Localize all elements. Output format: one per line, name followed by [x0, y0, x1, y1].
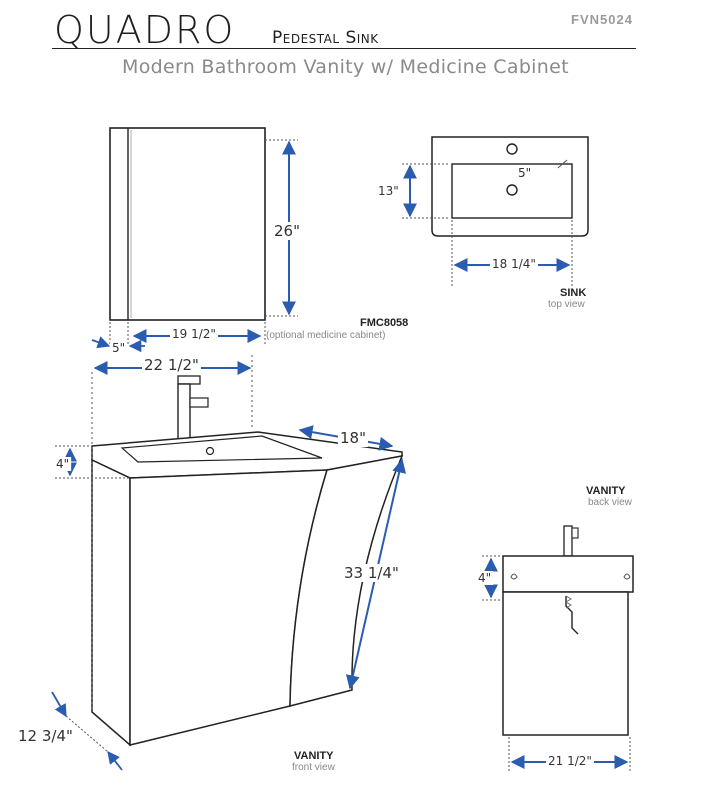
vanity-width-label: 22 1/2"	[144, 356, 199, 374]
vanity-rim-label: 4"	[56, 457, 69, 471]
vanity-basin	[120, 435, 323, 463]
cabinet-height-label: 26"	[274, 222, 300, 240]
vanity-back-view-text: back view	[588, 497, 633, 508]
vanity-front-label: VANITY	[294, 750, 334, 762]
faucet-body	[177, 383, 191, 441]
vanity-back-view: 4" 21 1/2" VANITY back view	[476, 485, 634, 772]
cabinet-width-label: 19 1/2"	[172, 327, 216, 341]
cabinet-body	[109, 127, 266, 321]
vanity-depth-label: 18"	[340, 429, 366, 447]
vanity-front-view-text: front view	[292, 762, 336, 773]
drain-hole	[506, 184, 518, 196]
sink-depth-label: 13"	[378, 184, 399, 198]
header-rule	[52, 48, 636, 49]
sink-label: SINK	[560, 287, 586, 299]
vanity-front-view: 22 1/2" 4" 18" 33 1/4" 12 3/4" VANITY fr…	[16, 355, 407, 773]
back-body	[502, 591, 629, 736]
back-width-label: 21 1/2"	[548, 754, 592, 768]
faucet-hole	[506, 143, 518, 155]
sink-top-view: 5" 13" 18 1/4" SINK top view	[376, 136, 589, 310]
brand-title: QUADRO	[54, 8, 236, 52]
cabinet-depth-label: 5"	[112, 341, 125, 355]
product-description: Modern Bathroom Vanity w/ Medicine Cabin…	[122, 56, 569, 78]
back-top-rim	[502, 555, 634, 593]
product-type: Pedestal Sink	[272, 28, 379, 48]
sink-width-label: 18 1/4"	[492, 257, 536, 271]
sink-drain-offset: 5"	[518, 166, 531, 180]
model-number: FVN5024	[571, 12, 633, 27]
medicine-cabinet: 26" 19 1/2" 5" FMC8058 (optional medicin…	[91, 127, 408, 355]
vanity-back-label: VANITY	[586, 485, 626, 497]
sink-view: top view	[548, 299, 585, 310]
vanity-base-depth-label: 12 3/4"	[18, 727, 73, 745]
cabinet-model: FMC8058	[360, 317, 408, 329]
drain-pipe	[565, 596, 579, 635]
vanity-height-label: 33 1/4"	[344, 564, 399, 582]
cabinet-note: (optional medicine cabinet)	[266, 330, 386, 341]
back-rim-label: 4"	[478, 571, 491, 585]
